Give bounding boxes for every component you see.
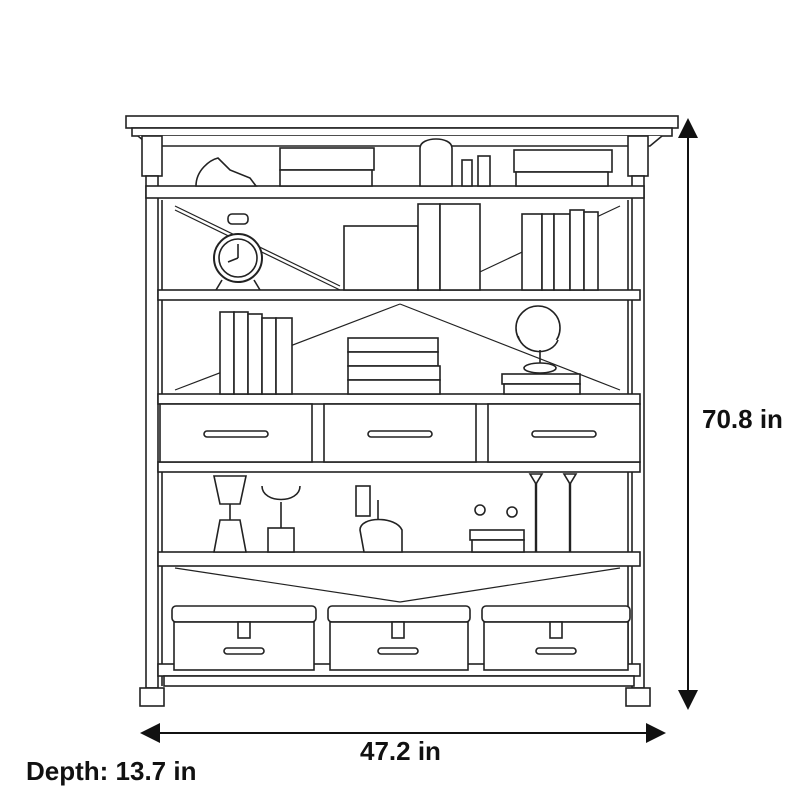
trophy-icon-2: [261, 485, 301, 553]
alarm-clock-icon: [213, 213, 263, 291]
height-label: 70.8 in: [702, 404, 783, 434]
top-crown: [125, 115, 679, 147]
trunk-right: [481, 605, 631, 671]
depth-label: Depth: 13.7 in: [26, 756, 197, 786]
shelf-2: [157, 289, 641, 301]
trunk-center: [327, 605, 471, 671]
shelf-top: [145, 185, 645, 199]
drawer-left: [159, 403, 313, 463]
trophy-icon: [213, 475, 247, 553]
drawer-right: [487, 403, 641, 463]
left-post: [139, 135, 165, 707]
shelf-3-books: [219, 311, 441, 395]
shelf-3: [157, 393, 641, 405]
candle-holders: [469, 473, 578, 553]
trunk-left: [171, 605, 317, 671]
lamp-icon: [355, 485, 403, 553]
drawer-center: [323, 403, 477, 463]
width-label: 47.2 in: [360, 736, 441, 766]
top-shelf-items: [195, 138, 613, 187]
shelf-drawer-bottom: [157, 461, 641, 473]
globe-icon: [501, 305, 581, 395]
shelf-5: [157, 551, 641, 567]
shelf-2-books: [343, 203, 599, 291]
